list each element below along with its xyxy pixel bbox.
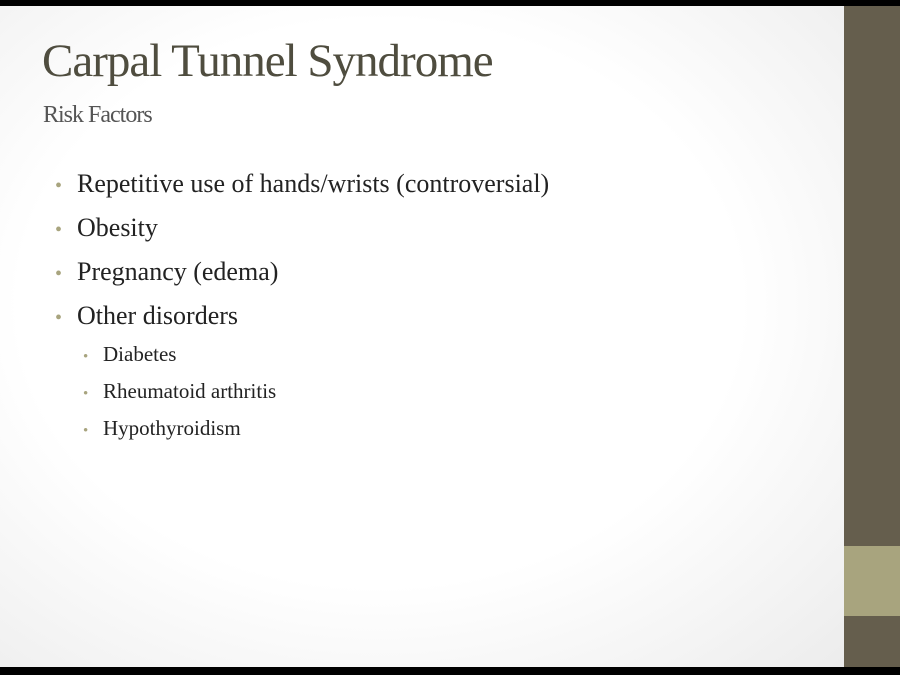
sub-list-item: • Diabetes xyxy=(83,338,549,375)
bullet-icon: • xyxy=(55,307,63,329)
list-item-text: Obesity xyxy=(77,213,158,242)
sub-list-item: • Hypothyroidism xyxy=(83,412,549,449)
slide-subtitle: Risk Factors xyxy=(43,102,153,128)
slide: Carpal Tunnel Syndrome Risk Factors • Rep… xyxy=(0,6,844,667)
decorative-sidebar xyxy=(844,6,900,667)
bullet-icon: • xyxy=(83,349,89,365)
sub-list-item: • Rheumatoid arthritis xyxy=(83,375,549,412)
bullet-icon: • xyxy=(55,263,63,285)
sidebar-accent-block xyxy=(844,546,900,616)
list-item: • Obesity xyxy=(55,210,549,254)
list-item: • Repetitive use of hands/wrists (controv… xyxy=(55,166,549,210)
list-item-text: Pregnancy (edema) xyxy=(77,257,279,286)
list-item: • Pregnancy (edema) xyxy=(55,254,549,298)
bullet-list: • Repetitive use of hands/wrists (controv… xyxy=(55,166,549,449)
sub-list-item-text: Rheumatoid arthritis xyxy=(103,379,277,403)
slide-title: Carpal Tunnel Syndrome xyxy=(42,35,494,87)
list-item-text: Other disorders xyxy=(77,301,239,330)
bullet-icon: • xyxy=(55,175,63,197)
sub-list-item-text: Diabetes xyxy=(103,342,177,366)
sub-list-item-text: Hypothyroidism xyxy=(103,416,241,440)
bullet-icon: • xyxy=(83,386,89,402)
bullet-icon: • xyxy=(55,219,63,241)
list-item: • Other disorders • Diabetes • Rheumatoid a… xyxy=(55,298,549,449)
list-item-text: Repetitive use of hands/wrists (controve… xyxy=(77,169,550,198)
bullet-icon: • xyxy=(83,423,89,439)
sub-bullet-list: • Diabetes • Rheumatoid arthritis • Hypothy… xyxy=(55,338,549,449)
